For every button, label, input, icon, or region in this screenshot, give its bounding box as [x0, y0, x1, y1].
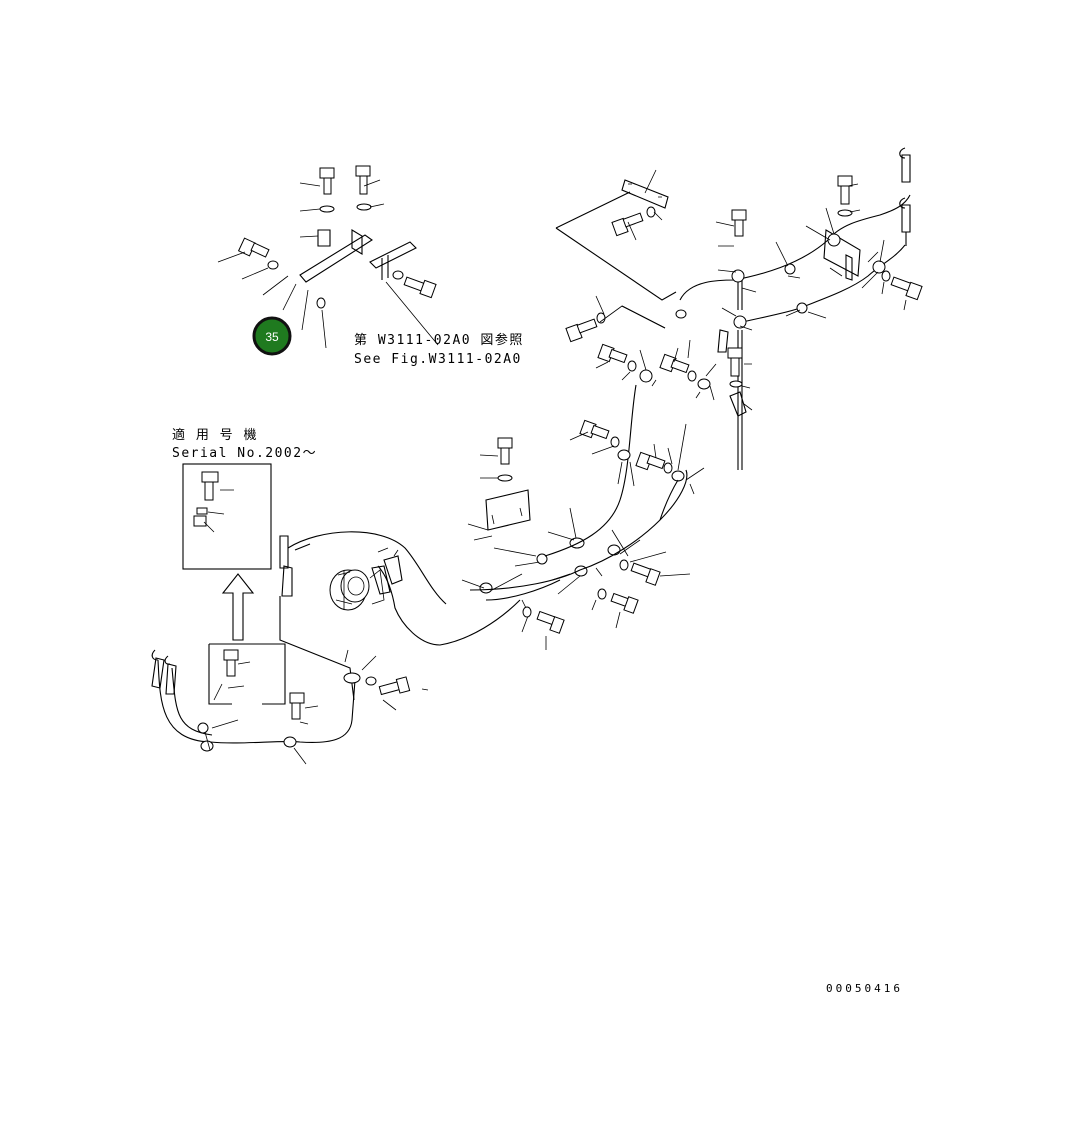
bolt-icon	[731, 209, 747, 237]
washer-icon	[267, 260, 279, 270]
washer-icon	[837, 209, 853, 217]
washer-icon	[610, 436, 620, 448]
clip-icon	[784, 263, 796, 275]
bolt-icon	[837, 175, 853, 205]
clip-icon	[639, 369, 653, 383]
bolt-icon	[635, 451, 666, 471]
callout-circle[interactable]	[252, 316, 292, 356]
bolt-icon	[378, 676, 411, 696]
washer-icon	[497, 474, 513, 482]
bolt-icon	[597, 343, 628, 364]
clip-icon	[796, 302, 808, 314]
bolt-icon	[201, 471, 219, 483]
bolt-icon	[565, 318, 598, 343]
clip-icon	[733, 315, 747, 329]
bolt-icon	[223, 649, 239, 661]
reference-note-en: See Fig.W3111-02A0	[354, 352, 522, 367]
serial-inset-box	[182, 463, 272, 570]
serial-label-jp: 適 用 号 機	[172, 427, 258, 443]
washer-icon	[356, 203, 372, 211]
clip-icon	[731, 269, 745, 283]
washer-icon	[392, 270, 404, 280]
clip-icon	[675, 309, 687, 319]
upper-left-assembly	[217, 165, 439, 349]
washer-icon	[619, 559, 629, 571]
clip-icon	[536, 553, 548, 565]
clip-icon	[697, 378, 711, 390]
hose-fitting	[369, 241, 417, 269]
center-assembly	[461, 384, 691, 650]
washer-icon	[729, 380, 743, 388]
upper-right-assembly	[555, 147, 923, 470]
clip-icon	[197, 722, 209, 734]
clip-icon	[617, 449, 631, 461]
washer-icon	[663, 462, 673, 474]
bolt-icon	[611, 212, 644, 237]
serial-label-en: Serial No.2002～	[172, 446, 317, 461]
bolt-icon	[579, 419, 610, 440]
bolt-icon	[355, 165, 371, 195]
arrow-up-icon	[221, 573, 255, 641]
bolt-icon	[659, 353, 690, 374]
nut-icon	[196, 507, 208, 515]
bolt-icon	[890, 276, 923, 301]
bracket-plate	[485, 489, 531, 531]
bolt-icon	[497, 437, 513, 465]
bolt-icon	[319, 167, 335, 195]
bolt-icon	[630, 562, 661, 586]
washer-icon	[522, 606, 532, 618]
callout-35[interactable]: 35	[252, 316, 292, 356]
washer-icon	[597, 588, 607, 600]
washer-icon	[627, 360, 637, 372]
bolt-icon	[727, 347, 743, 377]
grommet-icon	[316, 297, 326, 309]
clip-icon	[200, 740, 214, 752]
bracket	[823, 229, 861, 277]
receiver-drier	[281, 565, 293, 597]
bolt-icon	[610, 592, 639, 614]
bolt-icon	[289, 692, 305, 720]
bracket-plate	[621, 179, 669, 209]
callout-number[interactable]: 35	[265, 330, 279, 344]
clip-icon	[283, 736, 297, 748]
reference-note-jp: 第 W3111-02A0 図参照	[354, 332, 524, 348]
left-harness	[151, 531, 447, 765]
clip-icon	[872, 260, 886, 274]
washer-icon	[646, 206, 656, 218]
bolt-icon	[403, 276, 437, 299]
washer-icon	[881, 270, 891, 282]
bracket	[299, 234, 373, 283]
lower-inset-box	[208, 643, 286, 705]
clip-icon	[479, 582, 493, 594]
bolt-icon	[536, 610, 565, 634]
washer-icon	[319, 205, 335, 213]
clip-icon	[671, 470, 685, 482]
washer-icon	[365, 676, 377, 686]
clip-icon	[607, 544, 621, 556]
middle-right-assembly	[565, 295, 717, 521]
bolt-icon	[237, 237, 270, 258]
drawing-code: 00050416	[826, 982, 903, 995]
washer-icon	[687, 370, 697, 382]
compressor	[329, 547, 521, 646]
clip-icon	[343, 672, 361, 684]
